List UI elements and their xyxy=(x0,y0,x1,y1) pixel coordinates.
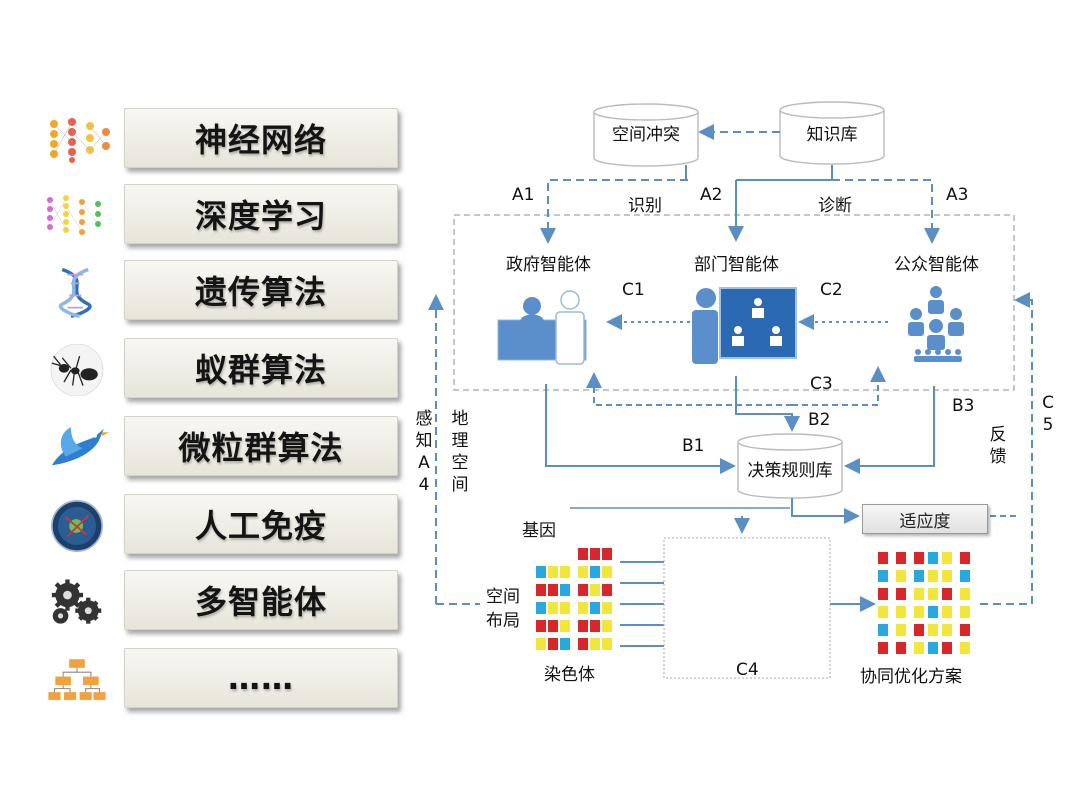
method-button-label: …… xyxy=(124,648,398,708)
c4-box xyxy=(663,537,831,679)
coop-plan-label: 协同优化方案 xyxy=(860,667,962,687)
c5-label: C5 xyxy=(1042,393,1054,435)
identify-label: 识别 xyxy=(628,196,662,216)
method-item-ant-colony[interactable]: 蚁群算法 xyxy=(40,338,400,400)
methods-list: 神经网络 深度学习 遗传算法 蚁群算法 xyxy=(0,0,420,804)
planning-diagram: 空间冲突 知识库 决策规则库 A1 A2 A3 识别 诊断 政府智能体 部门智能… xyxy=(416,0,1080,804)
method-item-multi-agent[interactable]: 多智能体 xyxy=(40,570,400,632)
c2-label: C2 xyxy=(820,280,843,300)
b1-label: B1 xyxy=(682,436,705,456)
method-button-label: 微粒群算法 xyxy=(124,416,398,476)
department-agent-icon xyxy=(692,287,797,364)
b3-label: B3 xyxy=(952,396,975,416)
public-agent-label: 公众智能体 xyxy=(894,255,979,275)
chromosome-label: 染色体 xyxy=(544,665,595,685)
bird-icon xyxy=(51,427,110,466)
plan-grid xyxy=(878,552,970,654)
method-button-label: 多智能体 xyxy=(124,570,398,630)
agents-boundary xyxy=(453,214,1015,391)
method-item-neural-network[interactable]: 神经网络 xyxy=(40,108,400,170)
knowledge-db xyxy=(779,101,885,165)
perceive-a4-label: 感知A4 xyxy=(415,409,433,495)
decision-rules-db xyxy=(737,433,843,499)
government-agent-label: 政府智能体 xyxy=(506,255,591,275)
space-layout-label-2: 布局 xyxy=(486,611,520,631)
method-item-artificial-immune[interactable]: 人工免疫 xyxy=(40,494,400,556)
fitness-box: 适应度 xyxy=(862,504,988,534)
neural-network-icon xyxy=(50,118,110,163)
method-button-label: 神经网络 xyxy=(124,108,398,168)
c4-label: C4 xyxy=(736,660,759,680)
a2-label: A2 xyxy=(700,185,723,205)
method-button-label: 蚁群算法 xyxy=(124,338,398,398)
org-chart-icon xyxy=(48,659,106,700)
space-layout-label-1: 空间 xyxy=(486,587,520,607)
method-item-deep-learning[interactable]: 深度学习 xyxy=(40,184,400,246)
chromosome-grid xyxy=(536,548,612,650)
department-agent-label: 部门智能体 xyxy=(694,255,779,275)
space-conflict-label: 空间冲突 xyxy=(612,125,680,145)
method-button-label: 人工免疫 xyxy=(124,494,398,554)
c3-label: C3 xyxy=(810,374,833,394)
public-agent-icon xyxy=(908,286,964,362)
feedback-label: 反馈 xyxy=(989,425,1007,467)
knowledge-base-label: 知识库 xyxy=(806,125,858,145)
geo-space-label: 地理空间 xyxy=(451,409,469,495)
decision-rules-label: 决策规则库 xyxy=(747,461,833,481)
method-item-genetic-algorithm[interactable]: 遗传算法 xyxy=(40,260,400,322)
a1-label: A1 xyxy=(512,185,535,205)
method-item-particle-swarm[interactable]: 微粒群算法 xyxy=(40,416,400,478)
method-item-more[interactable]: …… xyxy=(40,648,400,710)
method-button-label: 深度学习 xyxy=(124,184,398,244)
diagnose-label: 诊断 xyxy=(818,196,852,216)
immune-cell-icon xyxy=(51,500,103,552)
deep-learning-icon xyxy=(47,195,101,235)
ant-icon xyxy=(50,344,104,396)
b2-label: B2 xyxy=(808,410,831,430)
method-button-label: 遗传算法 xyxy=(124,260,398,320)
a3-label: A3 xyxy=(946,185,969,205)
gene-label: 基因 xyxy=(522,521,556,541)
space-conflict-db xyxy=(593,103,699,167)
gears-icon xyxy=(51,579,102,624)
government-agent-icon xyxy=(497,290,587,365)
dna-icon xyxy=(58,267,92,318)
diagram-connectors xyxy=(428,101,1033,679)
c1-label: C1 xyxy=(622,280,645,300)
